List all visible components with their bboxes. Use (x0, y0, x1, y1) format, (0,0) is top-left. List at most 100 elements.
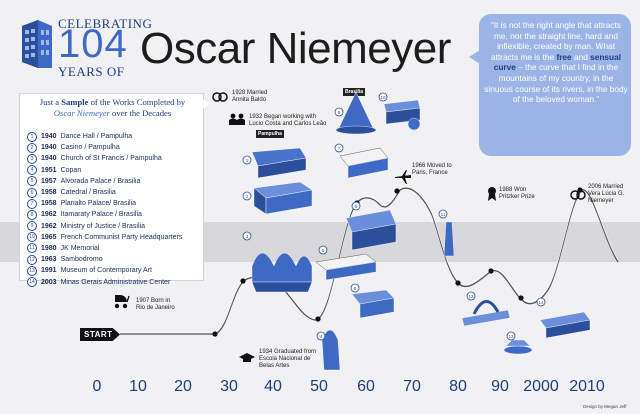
list-item-year: 1965 (41, 233, 57, 241)
svg-text:13: 13 (508, 334, 514, 339)
list-item-year: 1991 (41, 267, 57, 275)
list-item-number: 1 (27, 131, 37, 142)
quote-sensual: sensual curve (493, 51, 622, 73)
axis-label: 40 (264, 378, 282, 395)
event-paris: 1966 Moved to Paris, France (412, 163, 452, 176)
people-icon (229, 113, 245, 125)
page-title: Oscar Niemeyer (140, 24, 451, 73)
list-item-number: 4 (27, 165, 37, 176)
list-item-number: 11 (27, 243, 37, 254)
list-item-number: 7 (27, 198, 37, 209)
list-item-year: 1962 (41, 222, 57, 230)
list-item-name: Dance Hall / Pampulha (60, 133, 133, 141)
event-born: 1907 Born in Rio de Janeiro (136, 298, 175, 311)
list-item-year: 1940 (41, 155, 57, 163)
list-item-name: Alvorada Palace / Brasilia (60, 177, 141, 185)
list-item-year: 1980 (41, 244, 57, 252)
svg-text:1: 1 (246, 158, 249, 163)
list-item-name: Ministry of Justice / Brasilia (60, 222, 145, 230)
start-flag (80, 328, 120, 341)
list-item-name: Museum of Contemporary Art (60, 267, 153, 275)
quote-free: free (556, 51, 572, 62)
list-item-number: 6 (27, 187, 37, 198)
event-lucio: 1932 Began working with Lucio Costa and … (249, 114, 327, 127)
list-item-name: Sambodromo (60, 256, 103, 264)
works-list-panel (19, 93, 204, 281)
list-item-number: 2 (27, 142, 37, 153)
start-label: START (84, 330, 113, 339)
list-item-number: 9 (27, 221, 37, 232)
svg-text:12: 12 (468, 294, 474, 299)
quote-text: “It is not the right angle that attracts… (484, 20, 628, 105)
list-item-number: 13 (27, 265, 37, 276)
axis-label: 50 (310, 378, 328, 395)
brasilia-badge: Brasilia (343, 88, 366, 96)
works-list-title: Just a Sample of the Works Completed by … (39, 97, 186, 118)
list-item-number: 12 (27, 254, 37, 265)
list-item-year: 1963 (41, 256, 57, 264)
pampulha-badge: Pampulha (256, 130, 284, 138)
axis-label: 20 (174, 378, 192, 395)
award-medal-icon (488, 187, 496, 201)
quote-bubble-tail (469, 50, 480, 64)
svg-text:4: 4 (320, 334, 323, 339)
years-number: 104 (58, 22, 128, 66)
event-married: 1928 Married Annita Baldo (232, 90, 268, 103)
event-graduated: 1934 Graduated from Escola Nacional de B… (259, 349, 317, 369)
list-item-name: French Communist Party Headquarters (60, 233, 183, 241)
list-item-name: JK Memorial (60, 244, 100, 252)
svg-text:9: 9 (355, 204, 358, 209)
svg-text:14: 14 (538, 300, 544, 305)
years-of-label: YEARS OF (58, 64, 125, 79)
svg-text:7: 7 (338, 146, 341, 151)
svg-text:2: 2 (246, 194, 249, 199)
list-item-year: 1940 (41, 144, 57, 152)
svg-text:3: 3 (246, 234, 249, 239)
list-item-year: 2003 (41, 278, 57, 286)
list-item-year: 1958 (41, 200, 57, 208)
list-item-number: 14 (27, 277, 37, 288)
quote-bubble (479, 14, 631, 156)
building-logo-icon (22, 20, 52, 68)
event-pritzker: 1988 Won Pritzker Prize (499, 187, 535, 200)
svg-text:6: 6 (338, 110, 341, 115)
axis-label: 80 (449, 378, 467, 395)
svg-text:11: 11 (441, 212, 446, 217)
list-item-name: Casino / Pampulha (60, 144, 120, 152)
list-item-number: 8 (27, 209, 37, 220)
list-item-name: Catedral / Brasilia (60, 189, 116, 197)
list-item-number: 3 (27, 153, 37, 164)
axis-label: 2000 (523, 378, 559, 395)
axis-label: 70 (403, 378, 421, 395)
svg-text:10: 10 (380, 95, 386, 100)
axis-label: 60 (357, 378, 375, 395)
list-item-year: 1940 (41, 133, 57, 141)
axis-label: 90 (491, 378, 509, 395)
list-item-name: Minas Gerais Administrative Center (60, 278, 171, 286)
list-item-name: Copan (60, 166, 82, 174)
airplane-icon (395, 170, 411, 184)
list-item-year: 1958 (41, 189, 57, 197)
rings-icon (212, 92, 228, 102)
list-item-year: 1962 (41, 211, 57, 219)
works-list-panel-tail (201, 98, 210, 110)
axis-label: 2010 (569, 378, 605, 395)
svg-text:5: 5 (322, 248, 325, 253)
list-item-name: Church of St Francis / Pampulha (60, 155, 162, 163)
rings-icon-2006 (570, 190, 586, 200)
baby-carriage-icon (114, 295, 130, 309)
